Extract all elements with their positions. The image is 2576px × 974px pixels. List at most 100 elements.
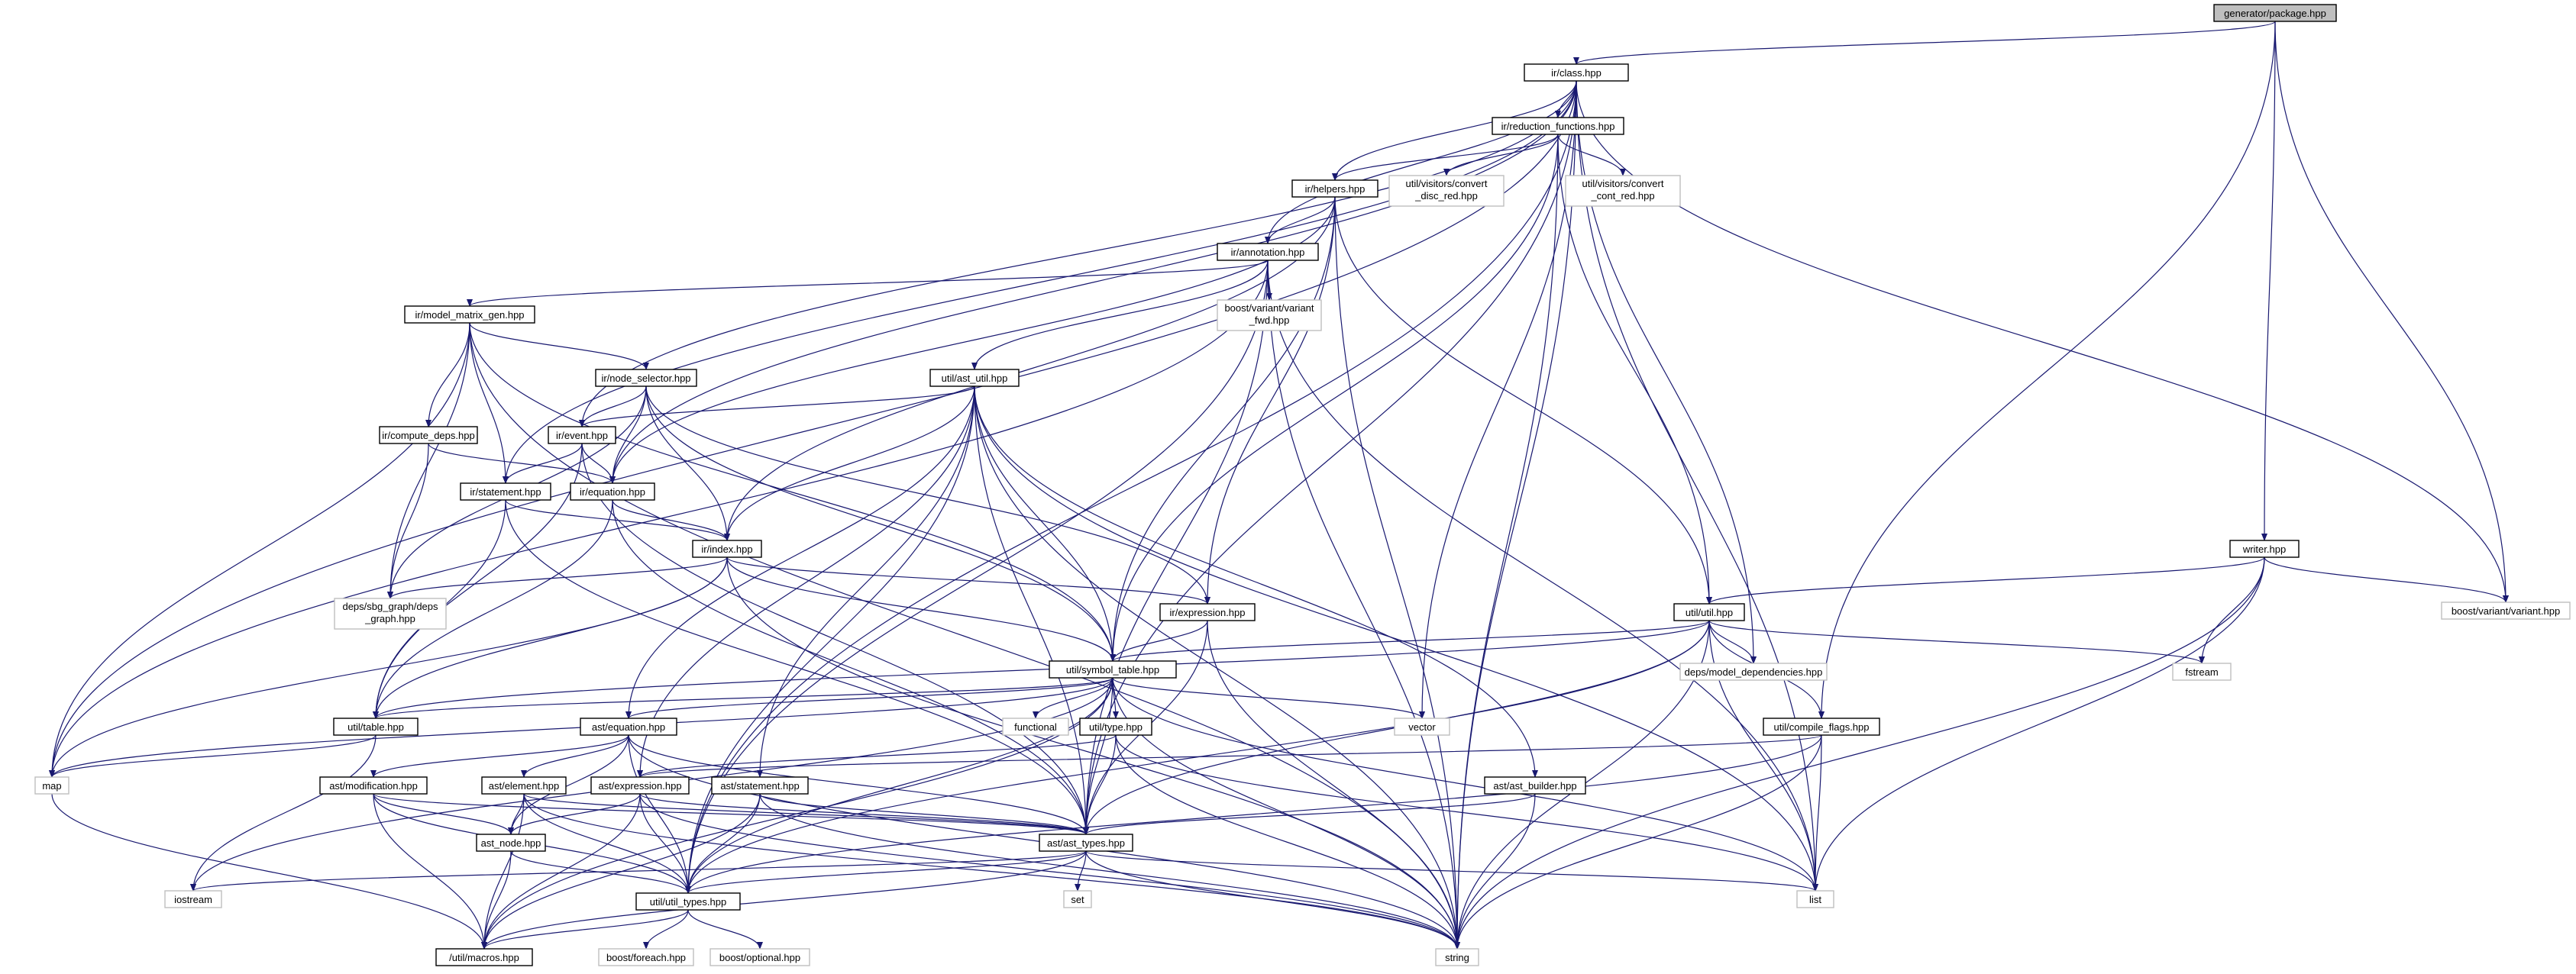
node-boost-variant-fwd: boost/variant/variant_fwd.hpp [1217,299,1322,331]
node-label: ast/equation.hpp [592,721,665,733]
node-label: ast/statement.hpp [720,780,799,792]
node-util-macros[interactable]: /util/macros.hpp [435,948,533,966]
node-ast-statement[interactable]: ast/statement.hpp [711,776,809,795]
node-ir-node-selector[interactable]: ir/node_selector.hpp [595,369,697,387]
node-ir-class[interactable]: ir/class.hpp [1524,63,1629,82]
edge-util-compile-flags-to-string [1454,734,1822,950]
node-label: _cont_red.hpp [1590,190,1654,202]
edge-ir-annotation-to-ir-model-matrix-gen [467,260,1269,307]
edge-ir-reduction-functions-to-util-visitors-cont [1557,134,1626,176]
node-util-table[interactable]: util/table.hpp [333,718,419,736]
node-fstream: fstream [2172,663,2232,681]
edge-util-util-types-to-util-macros [481,909,689,950]
node-label: ir/event.hpp [556,430,608,441]
edge-ir-node-selector-to-ir-expression [645,385,1210,605]
node-ir-expression[interactable]: ir/expression.hpp [1159,603,1256,621]
edge-util-symbol-table-to-ast-equation [625,677,1113,719]
node-ast-types[interactable]: ast/ast_types.hpp [1039,834,1133,852]
node-ir-compute-deps[interactable]: ir/compute_deps.hpp [379,426,478,444]
node-label: util/util_types.hpp [650,896,726,908]
edge-ast-equation-to-ast-node [508,734,629,835]
edge-ir-index-to-deps-sbg-graph [387,556,728,599]
edge-ast-element-to-util-util-types [523,793,691,894]
edge-ir-compute-deps-to-deps-sbg-graph [387,443,429,599]
edge-ast-equation-to-ast-modification [370,734,629,778]
edge-ir-annotation-to-list [1267,260,1818,892]
edge-writer-to-list [1812,556,2265,892]
node-label: ir/statement.hpp [470,486,541,498]
edge-generator-package-to-writer [2261,21,2276,541]
node-ir-index[interactable]: ir/index.hpp [692,540,762,558]
edge-ir-node-selector-to-util-symbol-table [645,385,1116,662]
node-label: ir/equation.hpp [580,486,645,498]
edge-ir-annotation-to-util-ast-util [971,260,1269,370]
node-ast-equation[interactable]: ast/equation.hpp [580,718,677,736]
edge-util-ast-util-to-ast-expression [637,385,975,778]
edge-ast-equation-to-util-util-types [628,734,691,894]
node-util-visitors-disc: util/visitors/convert_disc_red.hpp [1388,175,1505,207]
node-ast-node[interactable]: ast_node.hpp [476,834,546,852]
edge-ir-class-to-util-util-types [685,80,1577,894]
edge-ir-model-matrix-gen-to-ir-node-selector [469,322,649,370]
node-util-util-types[interactable]: util/util_types.hpp [635,892,741,911]
node-label: util/table.hpp [347,721,404,733]
node-ast-builder[interactable]: ast/ast_builder.hpp [1484,776,1586,795]
node-ir-helpers[interactable]: ir/helpers.hpp [1291,179,1378,198]
edge-ast-modification-to-util-macros [373,793,487,950]
node-ir-equation[interactable]: ir/equation.hpp [570,482,655,501]
node-label: ast/expression.hpp [598,780,681,792]
node-util-compile-flags[interactable]: util/compile_flags.hpp [1763,718,1880,736]
edge-ir-helpers-to-ir-expression [1204,196,1336,605]
edge-ir-class-to-list [1576,80,1818,892]
node-ir-annotation[interactable]: ir/annotation.hpp [1217,243,1319,261]
edge-ir-helpers-to-util-util [1334,196,1712,605]
node-label: ir/node_selector.hpp [601,373,690,384]
node-util-util[interactable]: util/util.hpp [1673,603,1745,621]
node-util-ast-util[interactable]: util/ast_util.hpp [929,369,1020,387]
node-util-type[interactable]: util/type.hpp [1079,718,1152,736]
node-writer[interactable]: writer.hpp [2229,540,2300,558]
edge-util-ast-util-to-util-util-types [685,385,975,894]
edge-ir-model-matrix-gen-to-string [469,322,1460,950]
node-label: ast/ast_types.hpp [1047,837,1125,849]
node-label: deps/sbg_graph/deps [342,601,438,612]
node-ir-model-matrix-gen[interactable]: ir/model_matrix_gen.hpp [404,305,535,324]
node-util-symbol-table[interactable]: util/symbol_table.hpp [1049,660,1177,679]
node-generator-package[interactable]: generator/package.hpp [2213,4,2337,22]
edge-map-to-util-macros [51,793,487,950]
node-label: ast/ast_builder.hpp [1493,780,1576,792]
edge-ir-expression-to-util-symbol-table [1110,620,1208,662]
node-ast-modification[interactable]: ast/modification.hpp [319,776,428,795]
node-label: ir/expression.hpp [1170,607,1246,618]
edge-generator-package-to-ir-class [1573,21,2276,65]
dependency-edges [49,21,2509,950]
edge-writer-to-util-util [1706,556,2265,605]
edge-ir-class-to-ir-statement [503,80,1577,484]
node-ir-reduction-functions[interactable]: ir/reduction_functions.hpp [1492,117,1624,135]
edge-util-type-to-list [1115,734,1818,892]
edge-ir-event-to-ir-statement [503,443,583,484]
node-ast-element[interactable]: ast/element.hpp [481,776,567,795]
edge-ast-types-to-list [1085,850,1818,892]
edge-ast-element-to-ast-node [508,793,525,835]
node-boost-foreach: boost/foreach.hpp [598,948,694,966]
edge-util-symbol-table-to-util-macros [481,677,1113,950]
edge-ir-model-matrix-gen-to-util-symbol-table [469,322,1116,662]
node-ast-expression[interactable]: ast/expression.hpp [590,776,690,795]
edge-ir-reduction-functions-to-string [1454,134,1559,950]
edge-ir-node-selector-to-ir-index [645,385,730,541]
edge-util-util-to-util-table [373,620,1710,719]
edge-ir-class-to-string [1454,80,1577,950]
node-deps-model-dependencies: deps/model_dependencies.hpp [1679,663,1828,681]
edge-generator-package-to-boost-variant [2274,21,2509,603]
node-ir-statement[interactable]: ir/statement.hpp [460,482,551,501]
edge-ast-expression-to-ast-node [508,793,641,835]
edge-ir-helpers-to-string [1334,196,1460,950]
node-label: iostream [174,894,212,905]
edge-ir-statement-to-ir-index [505,499,730,541]
edge-util-compile-flags-to-util-util-types [685,734,1822,894]
edge-util-ast-util-to-util-symbol-table [974,385,1116,662]
node-label: ir/reduction_functions.hpp [1501,121,1615,132]
node-ir-event[interactable]: ir/event.hpp [548,426,616,444]
